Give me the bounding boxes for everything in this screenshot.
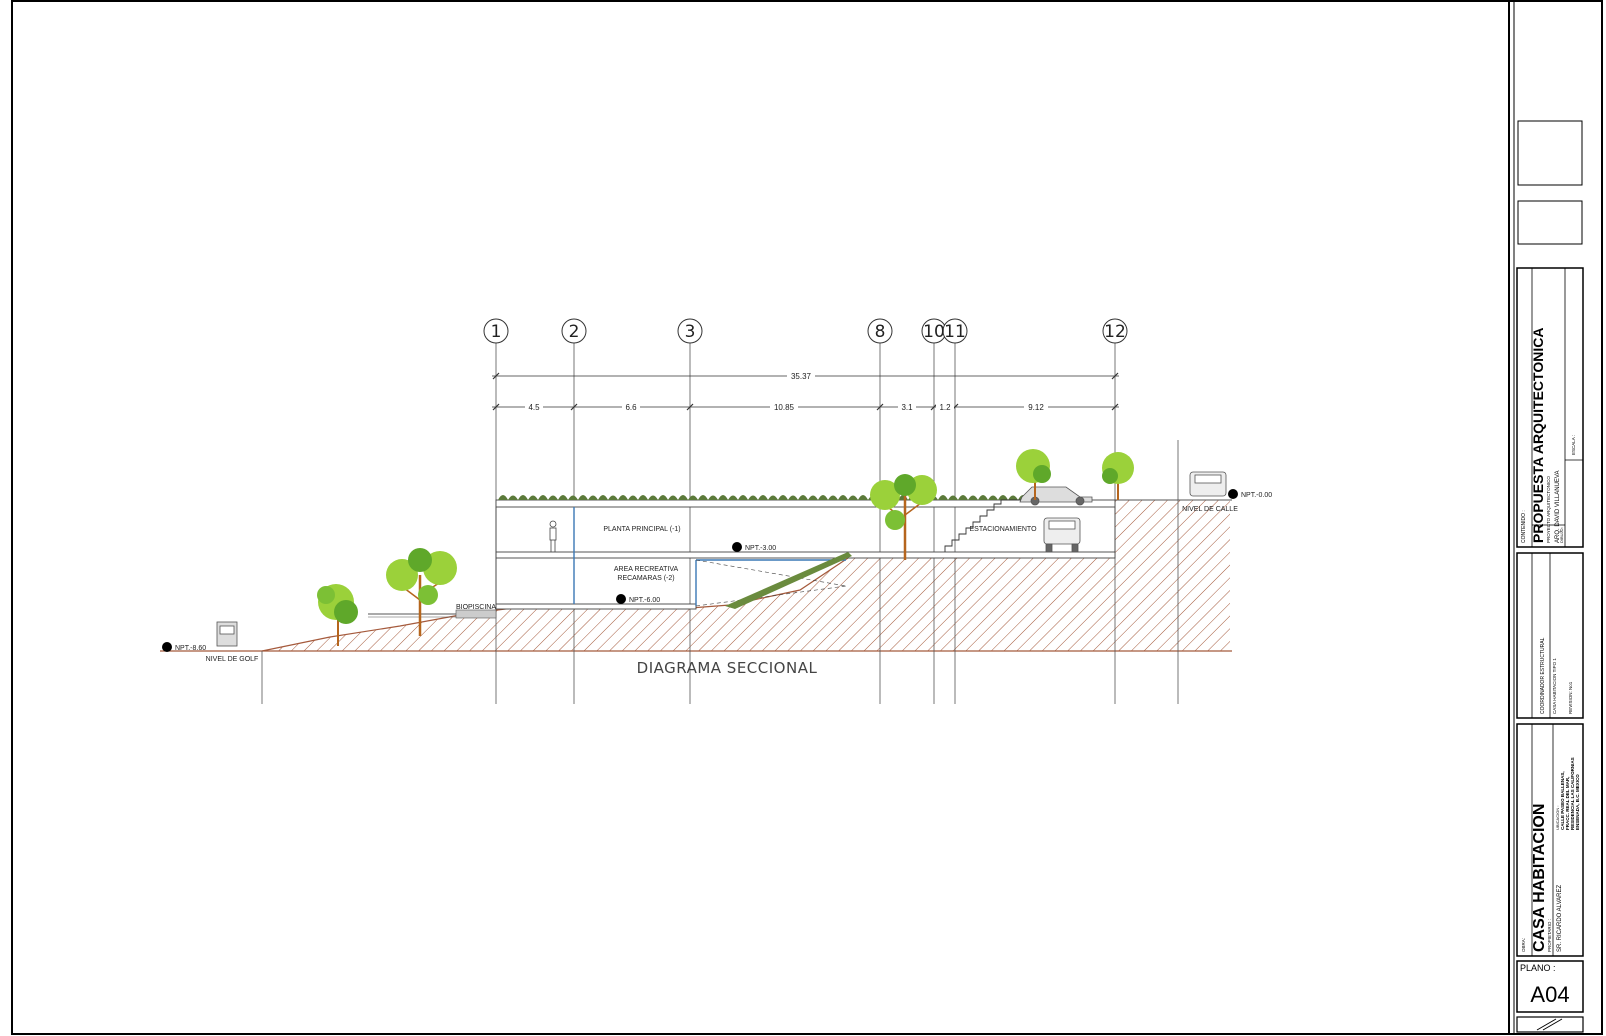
sheet-border — [11, 0, 1603, 1035]
propietario-label: PROPIETARIO : — [1547, 919, 1552, 952]
axis-label-10: 10 — [923, 322, 945, 342]
ubicacion-line-2: FRACC. REAL DEL MAR, — [1565, 777, 1570, 830]
overall-dimension: 35.37 — [791, 372, 812, 381]
dimension-3-1: 3.1 — [901, 403, 913, 412]
tree-2 — [386, 548, 457, 636]
casa-tipo-label: CASA HABITACION TIPO 1 — [1552, 658, 1557, 714]
label-recamaras: RECAMARAS (-2) — [617, 575, 674, 582]
label-nivel-golf: NIVEL DE GOLF — [206, 656, 259, 663]
axis-bubbles — [483, 318, 1128, 344]
section-diagram: 1 2 3 8 10 11 12 35.37 4.5 6.6 10.8 — [160, 318, 1272, 704]
biopool — [455, 609, 497, 619]
dibujo-label: DIBUJO: — [1559, 527, 1564, 543]
ubicacion-line-3: RESIDENCIAL LAS CALIFORNIAS — [1570, 757, 1575, 830]
level-npt-6: NPT.-6.00 — [629, 597, 660, 604]
level-markers — [162, 489, 1238, 652]
dimension-4-5: 4.5 — [528, 403, 540, 412]
ubicacion-label: UBICACION : — [1555, 806, 1560, 830]
tree-1 — [317, 584, 358, 646]
car-parking — [1043, 517, 1081, 553]
plano-label: PLANO : — [1520, 963, 1556, 973]
dimension-10-85: 10.85 — [774, 403, 795, 412]
axis-label-8: 8 — [875, 322, 886, 342]
ubicacion-line-4: ENSENADA, B.C. MEXICO — [1575, 774, 1580, 830]
glazing — [573, 507, 846, 606]
revision-box-2 — [1517, 200, 1583, 245]
revision-label: REVISION: No1 — [1568, 681, 1573, 714]
axis-label-12: 12 — [1104, 322, 1126, 342]
plano-number: A04 — [1530, 982, 1569, 1007]
car-roof — [1019, 486, 1093, 506]
label-area-recreativa: AREA RECREATIVA — [614, 566, 679, 573]
obra-title: CASA HABITACION — [1531, 804, 1548, 952]
revision-box-1 — [1517, 120, 1583, 186]
axis-label-2: 2 — [569, 322, 580, 342]
contenido-label: CONTENIDO : — [1521, 510, 1527, 543]
label-biopiscina: BIOPISCINA — [456, 604, 496, 611]
level-npt-8-60: NPT.-8.60 — [175, 645, 206, 652]
diagram-caption: DIAGRAMA SECCIONAL — [637, 659, 818, 677]
title-block-text: CONTENIDO : PROPUESTA ARQUITECTONICA PRO… — [1520, 328, 1580, 1007]
tree-4 — [1016, 449, 1051, 500]
axis-label-11: 11 — [944, 322, 966, 342]
dimension-6-6: 6.6 — [625, 403, 637, 412]
golf-cart — [216, 621, 238, 647]
arquitecto-name: ARQ. DAVID VILLANUEVA — [1555, 471, 1561, 543]
label-nivel-calle: NIVEL DE CALLE — [1182, 506, 1238, 513]
building-section — [495, 499, 1116, 610]
green-roof — [498, 495, 1078, 500]
obra-label: OBRA: — [1521, 938, 1526, 952]
dimension-9-12: 9.12 — [1028, 403, 1044, 412]
dimension-1-2: 1.2 — [939, 403, 951, 412]
axis-label-1: 1 — [491, 322, 502, 342]
axis-label-3: 3 — [685, 322, 696, 342]
tree-5 — [1102, 452, 1134, 500]
proyecto-label: PROYECTO ARQUITECTONICO — [1546, 476, 1551, 543]
label-estacionamiento: ESTACIONAMIENTO — [969, 526, 1037, 533]
title-block — [1516, 120, 1584, 1033]
ground-hatch — [262, 500, 1230, 651]
tree-3 — [870, 474, 937, 560]
stair — [944, 499, 1040, 552]
car-street — [1189, 471, 1227, 497]
ubicacion-line-1: CALLE PASEO BALLENAS, — [1560, 771, 1565, 830]
label-planta-principal: PLANTA PRINCIPAL (-1) — [603, 526, 680, 533]
level-1-slab — [495, 551, 1116, 559]
propietario-name: SR. RICARDO ALVAREZ — [1557, 885, 1563, 952]
contenido-title: PROPUESTA ARQUITECTONICA — [1530, 328, 1546, 543]
coordinador-label: COORDINADOR ESTRUCTURAL — [1540, 637, 1546, 714]
level-2-slab — [495, 603, 697, 610]
level-npt-0: NPT.-0.00 — [1241, 492, 1272, 499]
green-slope — [725, 552, 852, 609]
human-figure — [549, 520, 557, 552]
level-npt-3: NPT.-3.00 — [745, 545, 776, 552]
escala-label: ESCALA : — [1571, 435, 1576, 455]
